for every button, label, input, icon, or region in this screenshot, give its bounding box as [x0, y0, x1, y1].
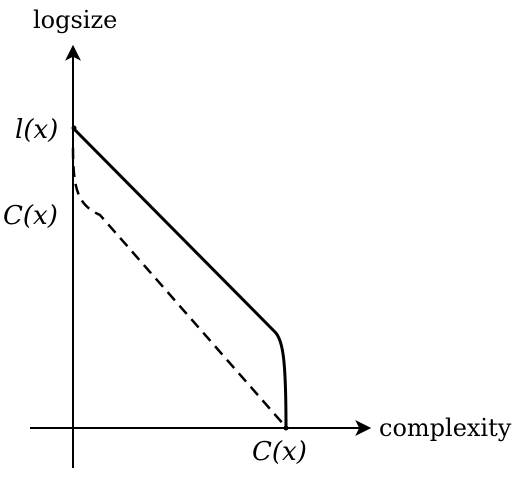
upper-solid-curve	[71, 126, 288, 429]
x-axis-label: complexity	[379, 414, 512, 442]
x-tick-dot	[283, 425, 289, 431]
lower-dashed-curve	[71, 147, 286, 427]
y-tick-dot	[71, 125, 77, 131]
y-tick-upper-label: l(x)	[15, 115, 58, 145]
y-axis-label: logsize	[33, 6, 117, 34]
x-tick-label: C(x)	[252, 437, 307, 467]
y-tick-lower-label: C(x)	[3, 201, 58, 231]
